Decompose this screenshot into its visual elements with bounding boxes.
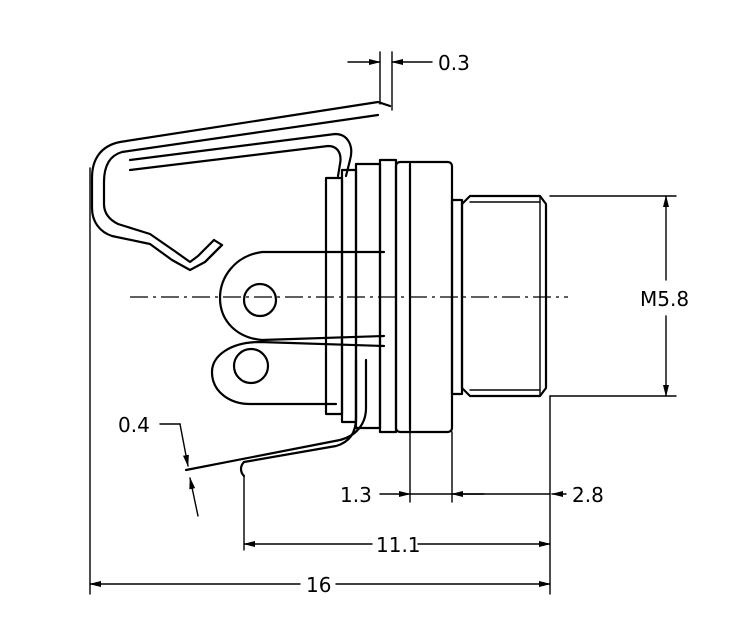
spring-clip-inner	[102, 113, 380, 264]
upper-terminal-lug	[218, 250, 386, 342]
spring-clip-tongue	[128, 132, 353, 178]
threaded-bushing	[460, 194, 548, 398]
lower-spring-outer	[184, 358, 368, 472]
upper-lug-hole	[242, 282, 278, 318]
lower-spring-tip	[239, 460, 246, 478]
dim-1-3-label: 1.3	[340, 483, 372, 507]
dim-0-4-line-top	[179, 423, 189, 467]
dim-m5-8-label: M5.8	[640, 287, 689, 311]
spring-clip-outer	[90, 100, 392, 272]
spring-clip-tongue-inner	[128, 144, 342, 178]
body-mid-plate	[340, 168, 358, 424]
body-back-plate	[324, 176, 344, 416]
spring-clip-hook	[203, 238, 224, 264]
dim-2-8-label: 2.8	[572, 483, 604, 507]
dim-0-3-label: 0.3	[438, 51, 470, 75]
dim-11-1-label: 11.1	[376, 533, 421, 557]
lower-lug-hole	[232, 347, 270, 385]
dim-16-label: 16	[306, 573, 331, 597]
lower-terminal-lug	[210, 340, 386, 406]
lower-spring-inner	[242, 358, 358, 464]
dim-0-4-label: 0.4	[118, 413, 150, 437]
body-insulator	[378, 158, 398, 434]
body-inner-plate	[354, 162, 382, 430]
dim-0-4-line-bottom	[189, 477, 199, 517]
